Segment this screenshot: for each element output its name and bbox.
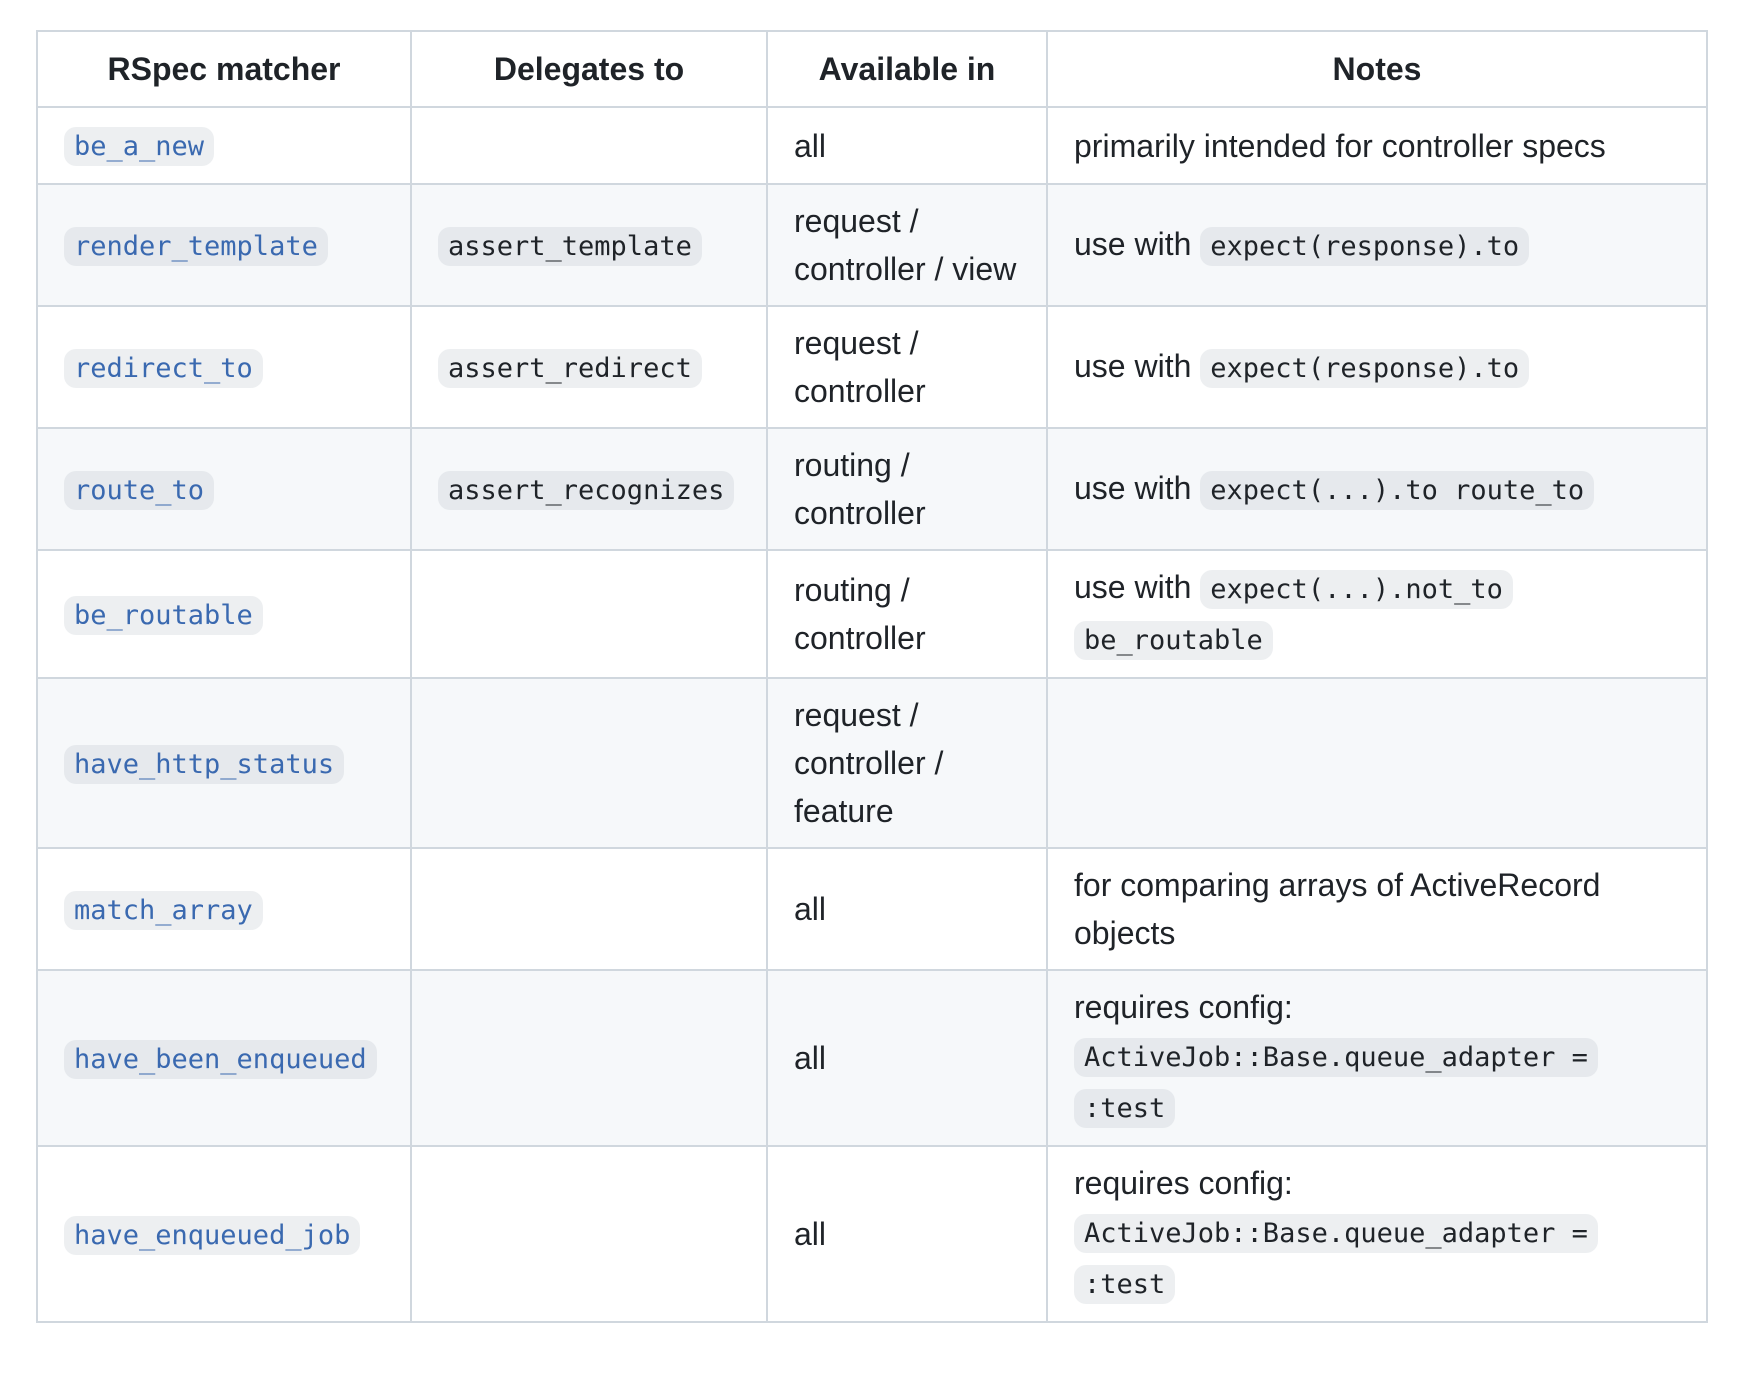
notes-text: requires config: bbox=[1074, 989, 1293, 1025]
matcher-code: route_to bbox=[64, 470, 215, 510]
available-in-text: all bbox=[794, 127, 827, 164]
matcher-code: be_a_new bbox=[64, 127, 215, 166]
delegates-to-cell bbox=[410, 106, 768, 185]
column-header-rspec-matcher: RSpec matcher bbox=[36, 30, 412, 108]
available-in-cell: all bbox=[766, 847, 1048, 971]
available-in-cell: request / controller / view bbox=[766, 183, 1048, 307]
available-in-text: request / controller / view bbox=[794, 203, 1017, 287]
available-in-text: request / controller / feature bbox=[794, 697, 944, 829]
matcher-link[interactable]: route_to bbox=[64, 470, 215, 510]
available-in-cell: all bbox=[766, 1145, 1048, 1323]
table-row: render_template assert_template request … bbox=[36, 183, 1708, 307]
matcher-code: redirect_to bbox=[64, 348, 263, 388]
matcher-link[interactable]: redirect_to bbox=[64, 348, 263, 388]
notes-cell bbox=[1046, 677, 1708, 849]
available-in-text: routing / controller bbox=[794, 572, 926, 656]
matcher-link[interactable]: be_a_new bbox=[64, 126, 215, 166]
table-row: route_to assert_recognizes routing / con… bbox=[36, 427, 1708, 551]
header-row: RSpec matcher Delegates to Available in … bbox=[36, 30, 1708, 108]
notes-text: use with bbox=[1074, 347, 1201, 384]
notes-cell: use with expect(...).not_to be_routable bbox=[1046, 549, 1708, 679]
matcher-cell: route_to bbox=[36, 427, 412, 551]
delegates-to-code: assert_template bbox=[438, 226, 702, 266]
delegates-to-cell bbox=[410, 549, 768, 679]
available-in-cell: request / controller bbox=[766, 305, 1048, 429]
delegates-to-cell bbox=[410, 969, 768, 1147]
available-in-cell: routing / controller bbox=[766, 549, 1048, 679]
matcher-cell: render_template bbox=[36, 183, 412, 307]
available-in-cell: all bbox=[766, 106, 1048, 185]
delegates-to-cell bbox=[410, 847, 768, 971]
matcher-cell: have_http_status bbox=[36, 677, 412, 849]
notes-cell: requires config: ActiveJob::Base.queue_a… bbox=[1046, 969, 1708, 1147]
column-header-available-in: Available in bbox=[766, 30, 1048, 108]
table-row: have_enqueued_job all requires config: A… bbox=[36, 1145, 1708, 1323]
matcher-link[interactable]: have_been_enqueued bbox=[64, 1039, 377, 1079]
matcher-code: have_enqueued_job bbox=[64, 1215, 361, 1255]
available-in-cell: all bbox=[766, 969, 1048, 1147]
available-in-text: all bbox=[794, 1216, 827, 1252]
available-in-cell: request / controller / feature bbox=[766, 677, 1048, 849]
notes-code: expect(response).to bbox=[1200, 348, 1530, 388]
column-header-delegates-to: Delegates to bbox=[410, 30, 768, 108]
delegates-to-cell bbox=[410, 677, 768, 849]
matcher-cell: redirect_to bbox=[36, 305, 412, 429]
notes-text: use with bbox=[1074, 469, 1201, 506]
delegates-to-code: assert_redirect bbox=[438, 348, 702, 388]
delegates-to-cell: assert_recognizes bbox=[410, 427, 768, 551]
table-row: match_array all for comparing arrays of … bbox=[36, 847, 1708, 971]
table-row: be_a_new all primarily intended for cont… bbox=[36, 106, 1708, 185]
matcher-link[interactable]: render_template bbox=[64, 226, 328, 266]
matcher-link[interactable]: be_routable bbox=[64, 595, 263, 635]
notes-text: use with bbox=[1074, 569, 1201, 605]
notes-code: ActiveJob::Base.queue_adapter = :test bbox=[1074, 1038, 1598, 1128]
matcher-link[interactable]: have_enqueued_job bbox=[64, 1215, 361, 1255]
notes-text: for comparing arrays of ActiveRecord obj… bbox=[1074, 867, 1601, 951]
notes-text: requires config: bbox=[1074, 1165, 1293, 1201]
available-in-text: request / controller bbox=[794, 325, 926, 409]
matcher-code: be_routable bbox=[64, 595, 263, 635]
matcher-code: match_array bbox=[64, 890, 263, 930]
markdown-document: RSpec matcher Delegates to Available in … bbox=[36, 30, 1708, 1323]
notes-code: expect(...).to route_to bbox=[1200, 470, 1595, 510]
available-in-text: all bbox=[794, 891, 827, 927]
delegates-to-cell bbox=[410, 1145, 768, 1323]
notes-cell: primarily intended for controller specs bbox=[1046, 106, 1708, 185]
notes-text: primarily intended for controller specs bbox=[1074, 127, 1606, 164]
available-in-text: all bbox=[794, 1040, 827, 1076]
notes-text: use with bbox=[1074, 225, 1201, 262]
matcher-link[interactable]: have_http_status bbox=[64, 744, 345, 784]
table-row: have_been_enqueued all requires config: … bbox=[36, 969, 1708, 1147]
available-in-cell: routing / controller bbox=[766, 427, 1048, 551]
notes-cell: use with expect(response).to bbox=[1046, 305, 1708, 429]
available-in-text: routing / controller bbox=[794, 447, 926, 531]
notes-cell: use with expect(...).to route_to bbox=[1046, 427, 1708, 551]
notes-code: ActiveJob::Base.queue_adapter = :test bbox=[1074, 1214, 1598, 1304]
table-row: redirect_to assert_redirect request / co… bbox=[36, 305, 1708, 429]
table-row: have_http_status request / controller / … bbox=[36, 677, 1708, 849]
column-header-notes: Notes bbox=[1046, 30, 1708, 108]
matcher-code: have_http_status bbox=[64, 744, 345, 784]
matcher-cell: be_routable bbox=[36, 549, 412, 679]
notes-cell: use with expect(response).to bbox=[1046, 183, 1708, 307]
matcher-code: render_template bbox=[64, 226, 328, 266]
matcher-cell: have_enqueued_job bbox=[36, 1145, 412, 1323]
notes-code: expect(response).to bbox=[1200, 226, 1530, 266]
matcher-cell: have_been_enqueued bbox=[36, 969, 412, 1147]
matcher-cell: match_array bbox=[36, 847, 412, 971]
notes-cell: requires config: ActiveJob::Base.queue_a… bbox=[1046, 1145, 1708, 1323]
matcher-code: have_been_enqueued bbox=[64, 1039, 377, 1079]
matcher-cell: be_a_new bbox=[36, 106, 412, 185]
delegates-to-code: assert_recognizes bbox=[438, 470, 735, 510]
notes-cell: for comparing arrays of ActiveRecord obj… bbox=[1046, 847, 1708, 971]
delegates-to-cell: assert_template bbox=[410, 183, 768, 307]
matcher-link[interactable]: match_array bbox=[64, 890, 263, 930]
rspec-matchers-table: RSpec matcher Delegates to Available in … bbox=[36, 30, 1708, 1323]
table-row: be_routable routing / controller use wit… bbox=[36, 549, 1708, 679]
delegates-to-cell: assert_redirect bbox=[410, 305, 768, 429]
